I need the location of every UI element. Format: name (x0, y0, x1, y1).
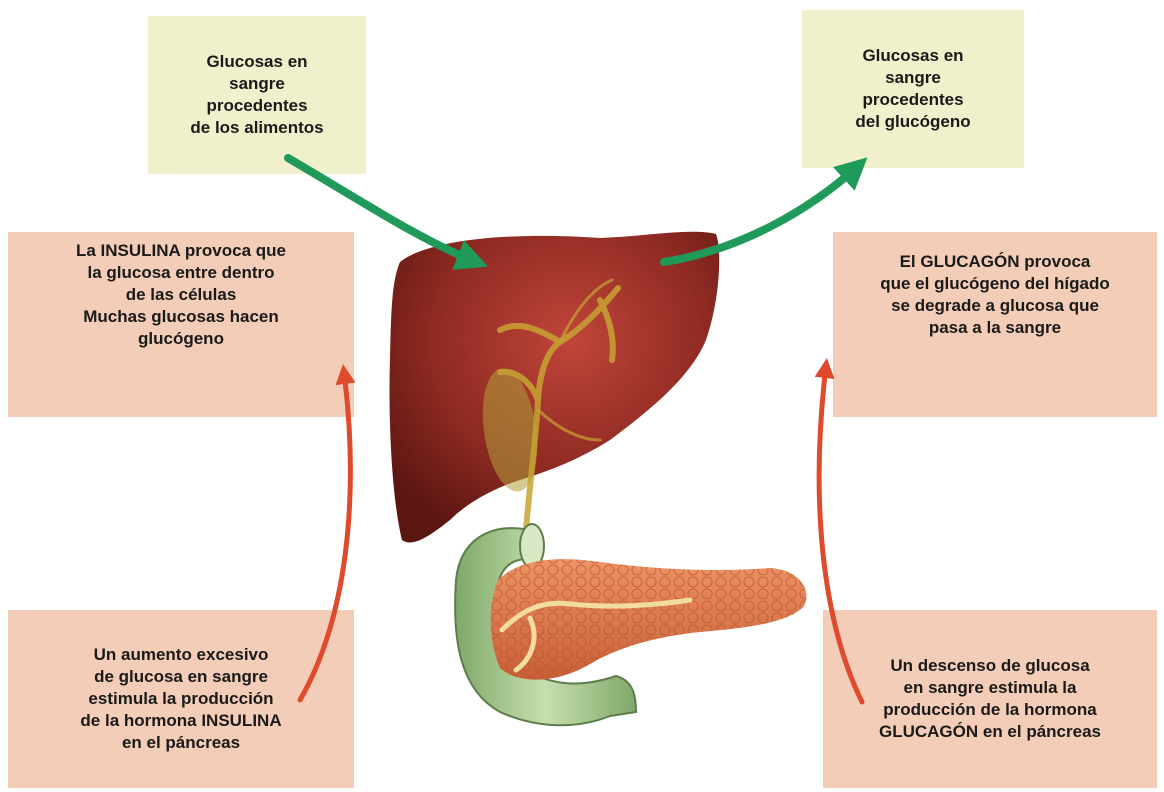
arrow-glucagon-up (819, 366, 862, 702)
liver-shape (390, 232, 720, 543)
arrow-insulin-up (300, 372, 350, 700)
arrow-food-to-liver (288, 158, 476, 262)
